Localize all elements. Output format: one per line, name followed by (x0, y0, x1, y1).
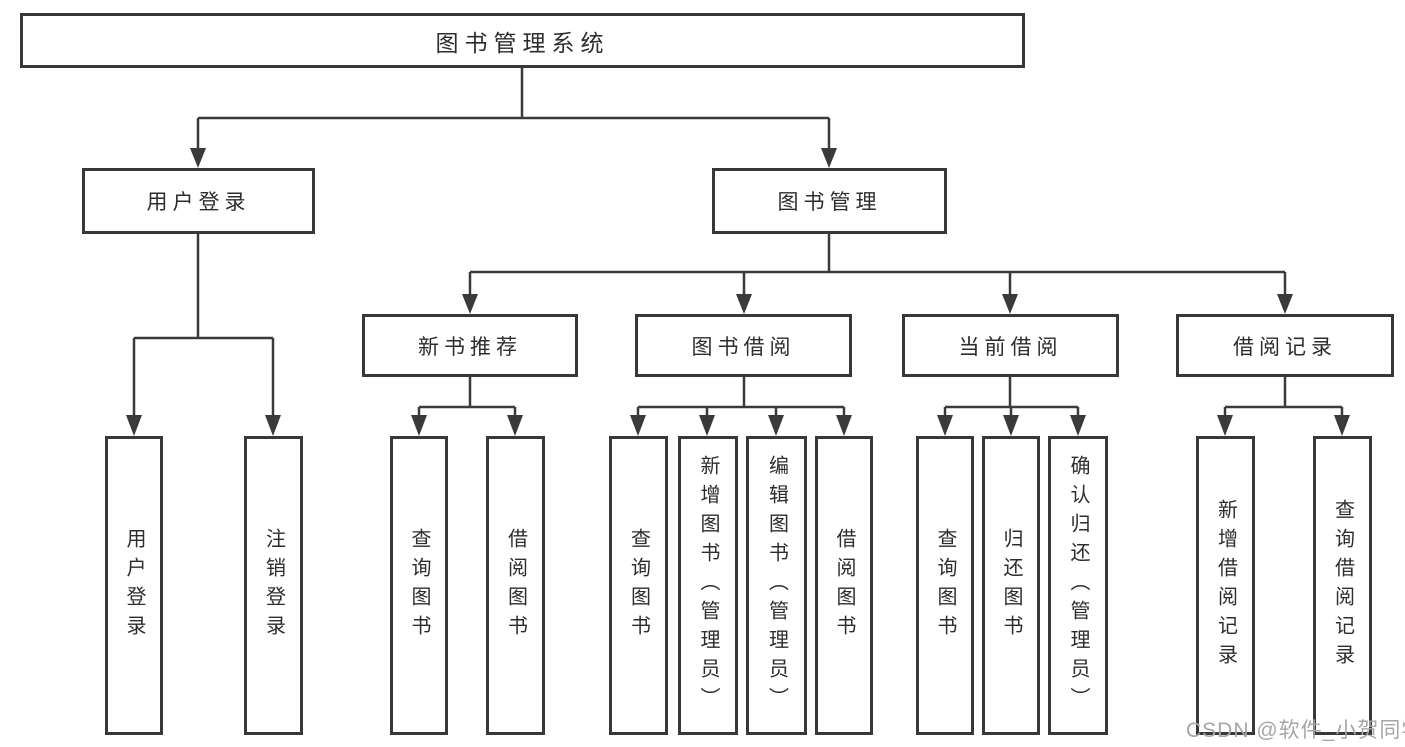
node-borrow-records: 借阅记录 (1176, 314, 1394, 377)
leaf-label: 用户登录 (123, 527, 145, 644)
leaf-add-borrow-record: 新增借阅记录 (1196, 436, 1255, 735)
arrows-book-borrow-group (630, 415, 852, 436)
leaf-query-books-current: 查询图书 (916, 436, 974, 735)
arrows-borrow-record-group (1217, 415, 1350, 436)
leaf-label: 确认归还（管理员） (1067, 455, 1089, 716)
leaf-label: 编辑图书（管理员） (765, 455, 788, 716)
leaf-return-books: 归还图书 (982, 436, 1040, 735)
edges-new-book-group (417, 377, 517, 416)
leaf-label: 查询借阅记录 (1331, 498, 1354, 673)
arrows-current-borrow-group (937, 415, 1086, 436)
node-user-login: 用户登录 (82, 168, 315, 234)
node-book-management: 图书管理 (712, 168, 947, 234)
node-library-management-system: 图书管理系统 (20, 13, 1025, 68)
leaf-label: 归还图书 (1000, 527, 1022, 644)
leaf-label: 查询图书 (934, 527, 956, 644)
edges-user-login-group (132, 234, 275, 416)
leaf-query-books-borrow: 查询图书 (609, 436, 668, 735)
leaf-label: 借阅图书 (833, 527, 855, 644)
leaf-borrow-books-recommend: 借阅图书 (486, 436, 545, 735)
leaf-label: 新增图书（管理员） (697, 455, 719, 716)
node-new-book-recommend: 新书推荐 (362, 314, 578, 377)
leaf-query-borrow-record: 查询借阅记录 (1313, 436, 1372, 735)
arrows-new-book-group (411, 415, 523, 436)
leaf-label: 注销登录 (262, 527, 285, 644)
leaf-borrow-books: 借阅图书 (815, 436, 873, 735)
leaf-confirm-return-admin: 确认归还（管理员） (1048, 436, 1108, 735)
node-book-borrow: 图书借阅 (635, 314, 852, 377)
leaf-label: 新增借阅记录 (1214, 498, 1237, 673)
arrows-user-login-group (126, 415, 281, 436)
leaf-query-books-recommend: 查询图书 (390, 436, 448, 735)
edges-root-to-level2 (196, 68, 831, 149)
csdn-watermark: CSDN @软件_小贺同学 (1186, 719, 1405, 742)
leaf-edit-book-admin: 编辑图书（管理员） (746, 436, 807, 735)
leaf-label: 借阅图书 (504, 527, 527, 644)
leaf-user-login: 用户登录 (105, 436, 163, 735)
node-current-borrow: 当前借阅 (902, 314, 1119, 377)
leaf-add-book-admin: 新增图书（管理员） (678, 436, 738, 735)
arrows-book-management-group (462, 294, 1293, 314)
leaf-logout: 注销登录 (244, 436, 303, 735)
arrows-root-to-level2 (190, 148, 837, 168)
leaf-label: 查询图书 (627, 527, 650, 644)
edges-current-borrow-group (943, 377, 1080, 416)
leaf-label: 查询图书 (408, 527, 430, 644)
edges-borrow-record-group (1223, 377, 1344, 416)
edges-book-management-group (468, 234, 1287, 295)
edges-book-borrow-group (636, 377, 846, 416)
